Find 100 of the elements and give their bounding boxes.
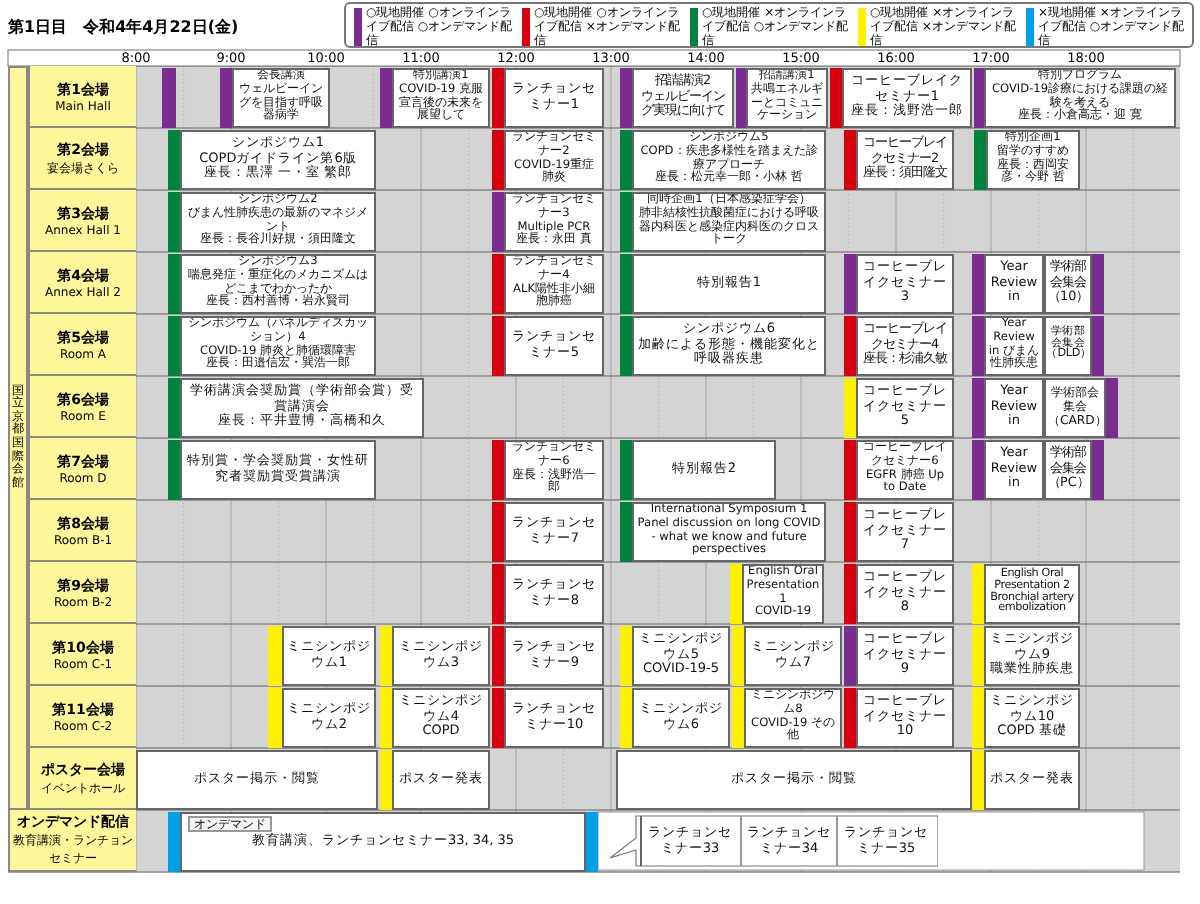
format-tag	[972, 625, 984, 685]
session-box	[632, 129, 826, 189]
format-tag	[620, 67, 632, 127]
format-tag	[492, 191, 504, 251]
format-tag	[844, 253, 856, 313]
session-box	[856, 129, 954, 189]
session-box	[984, 67, 1176, 127]
room-header	[28, 66, 136, 128]
format-tag	[1092, 253, 1104, 313]
format-tag	[268, 687, 282, 747]
session-box	[632, 191, 826, 251]
session-box	[632, 67, 734, 127]
session-box	[180, 191, 376, 251]
speech-bubble	[610, 810, 938, 872]
format-tag	[844, 315, 856, 375]
format-tag	[492, 501, 504, 561]
session-box	[632, 501, 826, 561]
format-tag	[736, 67, 746, 127]
session-box	[842, 67, 972, 127]
format-tag	[380, 67, 392, 127]
format-tag	[380, 625, 392, 685]
session-box	[282, 625, 376, 685]
format-tag	[732, 687, 744, 747]
session-box	[856, 315, 954, 375]
session-box	[632, 439, 776, 499]
format-tag	[492, 129, 504, 189]
session-box	[504, 129, 604, 189]
format-tag	[974, 67, 984, 127]
session-box	[180, 811, 586, 871]
session-box	[746, 67, 828, 127]
format-tag	[844, 563, 856, 623]
format-tag	[492, 625, 504, 685]
format-tag	[492, 253, 504, 313]
format-tag	[620, 129, 632, 189]
session-box	[616, 749, 972, 809]
format-tag	[844, 129, 856, 189]
format-tag	[380, 687, 392, 747]
session-box	[504, 191, 604, 251]
session-box	[180, 315, 376, 375]
session-box	[632, 687, 730, 747]
format-tag	[620, 625, 632, 685]
room-header	[8, 810, 136, 872]
session-box	[504, 253, 604, 313]
session-box	[504, 501, 604, 561]
session-box	[392, 67, 490, 127]
room-header	[28, 190, 136, 252]
session-box	[984, 687, 1080, 747]
format-tag	[492, 687, 504, 747]
session-box	[744, 687, 842, 747]
format-tag	[168, 253, 180, 313]
session-box	[180, 377, 424, 437]
session-box	[632, 315, 826, 375]
session-box	[984, 563, 1080, 623]
format-tag	[168, 811, 180, 871]
room-header	[28, 438, 136, 500]
format-tag	[492, 67, 504, 127]
format-tag	[844, 439, 856, 499]
format-tag	[268, 625, 282, 685]
session-box	[392, 749, 490, 809]
format-tag	[972, 315, 984, 375]
room-header	[28, 500, 136, 562]
format-tag	[972, 439, 984, 499]
session-box	[632, 253, 826, 313]
format-tag	[168, 129, 180, 189]
session-box	[392, 625, 490, 685]
format-tag	[220, 67, 232, 127]
session-box	[504, 439, 604, 499]
session-box	[856, 439, 954, 499]
session-box	[1044, 439, 1092, 499]
session-box	[504, 67, 604, 127]
session-box	[232, 67, 330, 127]
session-box	[984, 625, 1080, 685]
venue-band	[8, 66, 28, 810]
session-box	[632, 625, 730, 685]
format-tag	[586, 811, 598, 871]
format-tag	[620, 315, 632, 375]
format-tag	[620, 687, 632, 747]
format-tag	[972, 563, 984, 623]
format-tag	[620, 501, 632, 561]
format-tag	[844, 687, 856, 747]
page-title: 第1日目 令和4年4月22日(金)	[8, 16, 239, 38]
format-tag	[730, 563, 742, 623]
room-header	[28, 252, 136, 314]
format-tag	[844, 377, 856, 437]
session-box	[1044, 377, 1106, 437]
room-header	[28, 562, 136, 624]
session-box	[504, 687, 604, 747]
session-box	[180, 439, 376, 499]
format-tag	[972, 687, 984, 747]
format-tag	[1092, 439, 1104, 499]
format-tag	[168, 439, 180, 499]
format-tag	[844, 501, 856, 561]
format-tag	[168, 191, 180, 251]
session-box	[986, 129, 1080, 189]
session-box	[504, 563, 604, 623]
session-box	[744, 625, 842, 685]
format-tag	[732, 625, 744, 685]
format-tag	[168, 377, 180, 437]
session-box	[180, 129, 376, 189]
session-box	[1044, 253, 1092, 313]
